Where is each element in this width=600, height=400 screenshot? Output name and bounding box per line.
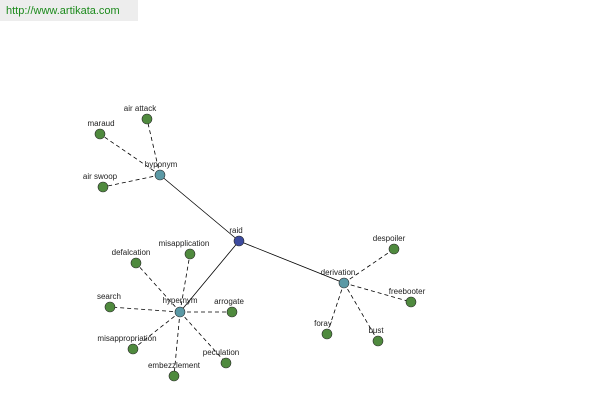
- node-label-hypernym: hypernym: [162, 296, 197, 305]
- edge-hypernym-misappropriation: [132, 311, 181, 350]
- node-despoiler[interactable]: despoiler: [373, 234, 406, 255]
- node-foray[interactable]: foray: [314, 319, 333, 340]
- node-label-hyponym: hyponym: [145, 160, 178, 169]
- node-marker-maraud[interactable]: [94, 128, 106, 140]
- node-air-attack[interactable]: air attack: [124, 104, 157, 125]
- node-label-derivation: derivation: [321, 268, 356, 277]
- node-embezzlement[interactable]: embezzlement: [148, 361, 201, 382]
- node-label-peculation: peculation: [203, 348, 239, 357]
- node-marker-derivation[interactable]: [338, 277, 350, 289]
- node-marker-freebooter[interactable]: [405, 296, 417, 308]
- node-marker-raid[interactable]: [233, 235, 245, 247]
- node-label-embezzlement: embezzlement: [148, 361, 201, 370]
- node-label-despoiler: despoiler: [373, 234, 406, 243]
- node-marker-bust[interactable]: [372, 335, 384, 347]
- node-label-air-swoop: air swoop: [83, 172, 118, 181]
- node-defalcation[interactable]: defalcation: [112, 248, 151, 269]
- node-label-raid: raid: [229, 226, 242, 235]
- edge-derivation-despoiler: [343, 248, 395, 284]
- edge-raid-derivation: [238, 240, 345, 284]
- node-label-bust: bust: [368, 326, 384, 335]
- node-label-search: search: [97, 292, 121, 301]
- node-label-misapplication: misapplication: [159, 239, 210, 248]
- node-misapplication[interactable]: misapplication: [159, 239, 210, 260]
- edge-derivation-foray: [326, 282, 345, 335]
- nodes-layer: raid hyponym hypernym derivation maraud air a…: [83, 104, 426, 382]
- node-marker-despoiler[interactable]: [388, 243, 400, 255]
- edge-hyponym-air-swoop: [102, 174, 161, 188]
- edge-derivation-freebooter: [343, 282, 412, 303]
- node-hypernym[interactable]: hypernym: [162, 296, 198, 318]
- node-label-foray: foray: [314, 319, 332, 328]
- node-marker-embezzlement[interactable]: [168, 370, 180, 382]
- edge-hypernym-misapplication: [179, 253, 191, 313]
- edge-raid-hyponym: [159, 174, 240, 242]
- edge-raid-hypernym: [179, 240, 240, 313]
- node-peculation[interactable]: peculation: [203, 348, 239, 369]
- node-bust[interactable]: bust: [368, 326, 384, 347]
- edge-hypernym-search: [109, 306, 181, 313]
- node-marker-air-swoop[interactable]: [97, 181, 109, 193]
- edge-hypernym-defalcation: [135, 262, 181, 313]
- node-misappropriation[interactable]: misappropriation: [97, 334, 157, 355]
- edge-hyponym-maraud: [99, 133, 161, 176]
- node-hyponym[interactable]: hyponym: [145, 160, 178, 181]
- node-marker-arrogate[interactable]: [226, 306, 238, 318]
- node-air-swoop[interactable]: air swoop: [83, 172, 118, 193]
- node-derivation[interactable]: derivation: [321, 268, 356, 289]
- node-label-arrogate: arrogate: [214, 297, 244, 306]
- edges-layer: [99, 118, 412, 377]
- edge-hyponym-air-attack: [146, 118, 161, 176]
- node-marker-search[interactable]: [104, 301, 116, 313]
- node-maraud[interactable]: maraud: [87, 119, 115, 140]
- node-marker-hypernym[interactable]: [174, 306, 186, 318]
- edge-derivation-bust: [343, 282, 379, 342]
- node-freebooter[interactable]: freebooter: [389, 287, 426, 308]
- node-search[interactable]: search: [97, 292, 121, 313]
- node-marker-peculation[interactable]: [220, 357, 232, 369]
- site-url-link[interactable]: http://www.artikata.com: [6, 5, 120, 17]
- edge-hypernym-peculation: [179, 311, 227, 364]
- url-banner: http://www.artikata.com: [0, 0, 138, 21]
- node-label-maraud: maraud: [87, 119, 114, 128]
- edge-hypernym-embezzlement: [173, 311, 181, 377]
- node-marker-air-attack[interactable]: [141, 113, 153, 125]
- node-marker-hyponym[interactable]: [154, 169, 166, 181]
- node-label-misappropriation: misappropriation: [97, 334, 156, 343]
- node-marker-misapplication[interactable]: [184, 248, 196, 260]
- node-marker-foray[interactable]: [321, 328, 333, 340]
- node-raid[interactable]: raid: [229, 226, 245, 247]
- node-label-freebooter: freebooter: [389, 287, 426, 296]
- node-arrogate[interactable]: arrogate: [214, 297, 244, 318]
- node-label-defalcation: defalcation: [112, 248, 151, 257]
- node-marker-misappropriation[interactable]: [127, 343, 139, 355]
- node-marker-defalcation[interactable]: [130, 257, 142, 269]
- node-label-air-attack: air attack: [124, 104, 157, 113]
